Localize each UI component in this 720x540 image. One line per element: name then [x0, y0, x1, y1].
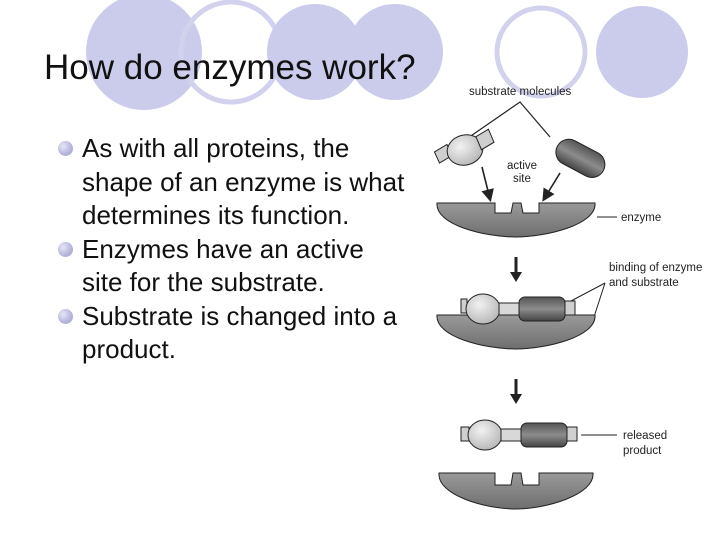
- decor-circle-ring: [494, 5, 588, 99]
- enzyme-diagram: substrate molecules active site enzyme b…: [433, 86, 702, 510]
- down-arrowhead: [510, 272, 522, 282]
- decor-circle-filled: [86, 0, 202, 110]
- decor-circle-filled: [347, 4, 443, 100]
- enzyme-shape: [436, 202, 596, 238]
- enzyme-substrate-complex: [460, 293, 576, 325]
- arrow-to-active-site: [542, 172, 561, 202]
- label-binding: binding of enzyme: [609, 262, 702, 274]
- enzyme-shape: [438, 472, 594, 510]
- bullet-text: As with all proteins, the shape of an en…: [82, 133, 405, 230]
- light-substrate-molecule: [433, 128, 495, 166]
- bullet-text: Enzymes have an active site for the subs…: [82, 233, 364, 298]
- binding-pointer-line: [592, 282, 606, 321]
- arrow-to-active-site: [481, 166, 494, 203]
- decor-circle-filled: [267, 4, 363, 100]
- label-released: released: [623, 430, 667, 442]
- enzyme-shape: [436, 314, 596, 350]
- bullet-item: Substrate is changed into a product.: [58, 300, 408, 367]
- label-active-site-2: site: [513, 173, 531, 185]
- label-active-site: active: [507, 160, 537, 172]
- substrate-pointer-line: [464, 101, 551, 141]
- down-arrowhead: [510, 394, 522, 404]
- label-binding-2: and substrate: [609, 277, 679, 289]
- dark-substrate-molecule: [555, 138, 606, 178]
- circle-bullet-icon: [58, 141, 73, 156]
- label-substrate-molecules: substrate molecules: [469, 86, 572, 98]
- label-released-2: product: [623, 445, 662, 457]
- slide-title: How do enzymes work?: [44, 48, 416, 87]
- bullet-text: Substrate is changed into a product.: [82, 300, 398, 365]
- circle-bullet-icon: [58, 241, 73, 257]
- bullet-item: As with all proteins, the shape of an en…: [58, 132, 408, 233]
- decor-circle-filled: [596, 6, 688, 98]
- circle-bullet-icon: [58, 308, 73, 324]
- label-enzyme: enzyme: [621, 212, 661, 224]
- bullet-list: As with all proteins, the shape of an en…: [58, 132, 408, 367]
- binding-pointer-line: [570, 282, 606, 302]
- released-product: [460, 419, 578, 451]
- bullet-item: Enzymes have an active site for the subs…: [58, 233, 408, 300]
